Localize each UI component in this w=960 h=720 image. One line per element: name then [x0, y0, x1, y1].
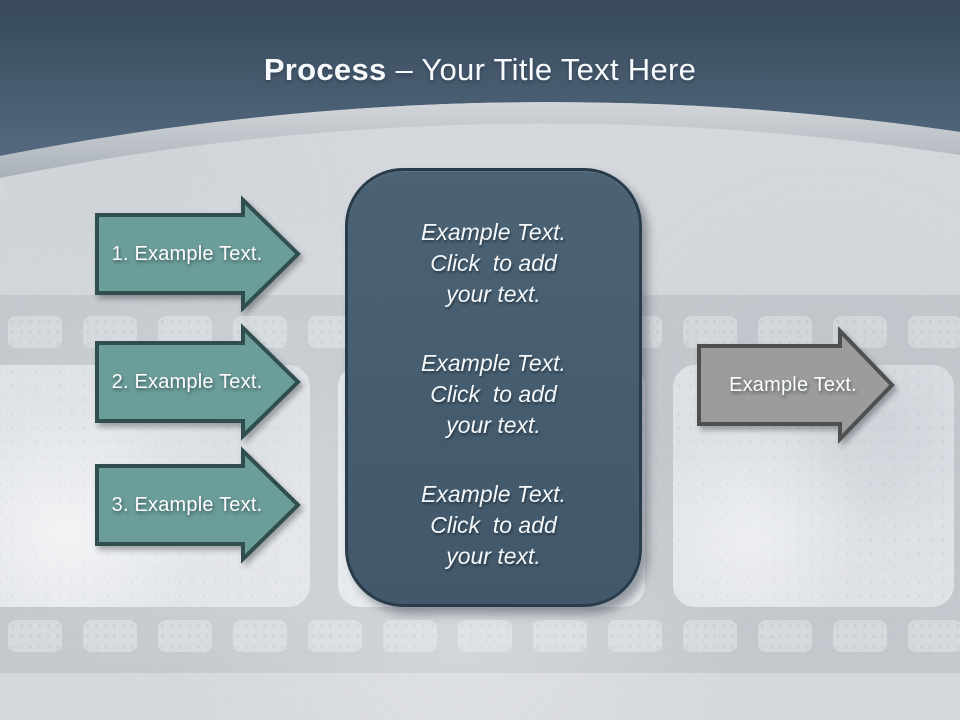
header-curve	[0, 0, 960, 178]
film-holes-bottom	[8, 620, 960, 652]
film-sprocket-hole	[833, 620, 887, 652]
process-arrow-1[interactable]: 1. Example Text.	[95, 195, 301, 313]
panel-paragraph-3-line-2: Click to add	[430, 512, 557, 538]
panel-paragraph-3-line-1: Example Text.	[421, 481, 566, 507]
panel-paragraph-1-line-2: Click to add	[430, 250, 557, 276]
film-sprocket-hole	[458, 620, 512, 652]
content-panel[interactable]: Example Text. Click to add your text. Ex…	[345, 168, 642, 607]
panel-paragraph-1[interactable]: Example Text. Click to add your text.	[362, 217, 625, 310]
header-arc-rim	[0, 102, 960, 178]
film-sprocket-hole	[758, 316, 812, 348]
film-sprocket-hole	[683, 620, 737, 652]
film-sprocket-hole	[908, 620, 960, 652]
film-sprocket-hole	[383, 620, 437, 652]
panel-paragraph-2-line-3: your text.	[446, 412, 541, 438]
process-arrow-1-label: 1. Example Text.	[111, 242, 263, 265]
header-band	[0, 0, 960, 156]
right-arrow-shape-icon	[95, 446, 301, 564]
content-panel-body: Example Text. Click to add your text. Ex…	[348, 171, 639, 604]
film-sprocket-hole	[233, 620, 287, 652]
panel-paragraph-3-line-3: your text.	[446, 543, 541, 569]
right-arrow-shape-icon	[95, 195, 301, 313]
film-sprocket-hole	[908, 316, 960, 348]
panel-paragraph-1-line-1: Example Text.	[421, 219, 566, 245]
result-arrow-label: Example Text.	[729, 373, 857, 396]
film-sprocket-hole	[8, 316, 62, 348]
slide-title-emphasis: Process	[263, 52, 387, 87]
film-sprocket-hole	[533, 620, 587, 652]
panel-paragraph-2-line-1: Example Text.	[421, 350, 566, 376]
film-sprocket-hole	[758, 620, 812, 652]
film-sprocket-hole	[158, 620, 212, 652]
panel-paragraph-1-line-3: your text.	[446, 281, 541, 307]
right-arrow-shape-icon	[95, 323, 301, 441]
process-arrow-3-label: 3. Example Text.	[111, 493, 263, 516]
slide-title-rest: – Your Title Text Here	[386, 52, 697, 87]
panel-paragraph-2-line-2: Click to add	[430, 381, 557, 407]
film-sprocket-hole	[308, 620, 362, 652]
film-sprocket-hole	[608, 620, 662, 652]
panel-paragraph-3[interactable]: Example Text. Click to add your text.	[362, 479, 625, 572]
slide-title[interactable]: Process – Your Title Text Here	[0, 52, 960, 88]
right-arrow-shape-icon	[697, 326, 895, 444]
film-sprocket-hole	[8, 620, 62, 652]
process-arrow-2-label: 2. Example Text.	[111, 370, 263, 393]
film-sprocket-hole	[683, 316, 737, 348]
film-sprocket-hole	[83, 620, 137, 652]
process-arrow-2[interactable]: 2. Example Text.	[95, 323, 301, 441]
result-arrow[interactable]: Example Text.	[697, 326, 895, 444]
panel-paragraph-2[interactable]: Example Text. Click to add your text.	[362, 348, 625, 441]
process-arrow-3[interactable]: 3. Example Text.	[95, 446, 301, 564]
